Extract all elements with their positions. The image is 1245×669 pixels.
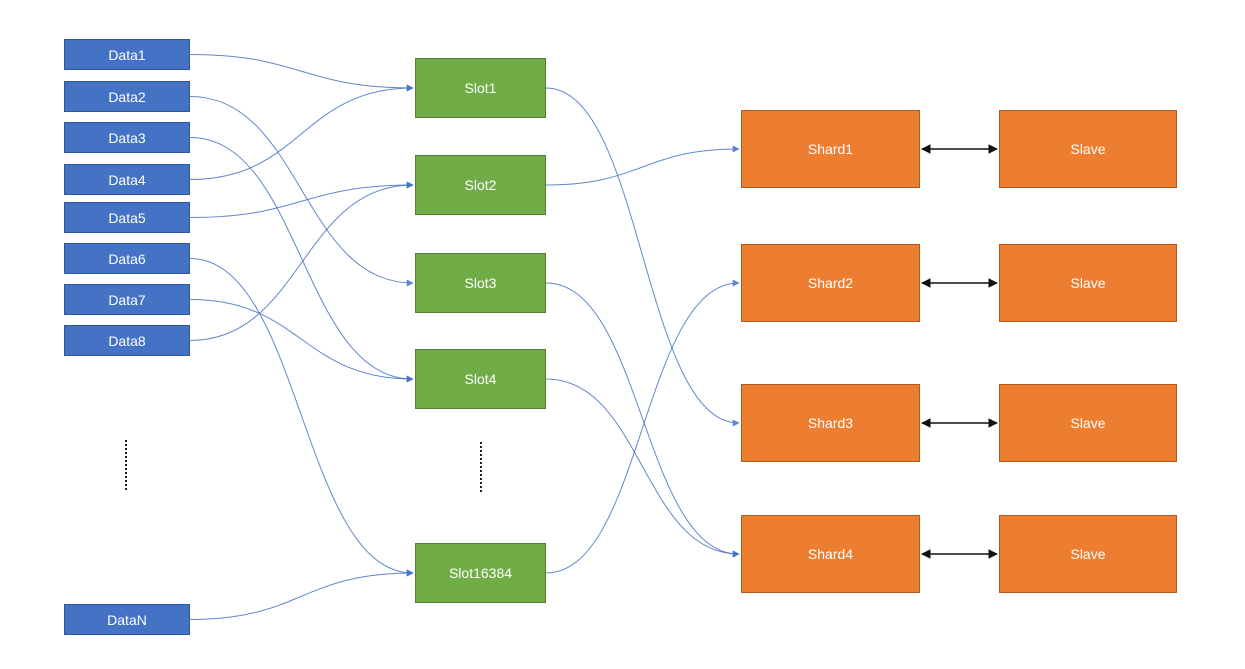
- data-slot-connector: [189, 299, 414, 383]
- slot-box-3: Slot3: [415, 253, 546, 313]
- slot-shard-connector: [545, 282, 740, 558]
- data-box-5: Data5: [64, 202, 190, 233]
- data-box-7: Data7: [64, 284, 190, 315]
- data-box-3: Data3: [64, 122, 190, 153]
- data-box-8: Data8: [64, 325, 190, 356]
- shard-box-4: Shard4: [741, 515, 920, 593]
- data-slot-connector: [189, 84, 414, 180]
- data-ellipsis: [125, 440, 131, 490]
- slot-box-2: Slot2: [415, 155, 546, 215]
- slot-ellipsis: [480, 442, 486, 492]
- data-slot-connector: [189, 54, 414, 92]
- data-slot-connector: [189, 96, 414, 287]
- slot-shard-connector: [545, 378, 740, 558]
- data-slot-connector: [189, 137, 414, 383]
- data-box-1: Data1: [64, 39, 190, 70]
- slave-box-1: Slave: [999, 110, 1177, 188]
- shard-box-2: Shard2: [741, 244, 920, 322]
- data-box-4: Data4: [64, 164, 190, 195]
- data-slot-connector: [189, 258, 414, 577]
- slot-shard-connector: [545, 145, 740, 186]
- data-slot-connector: [189, 569, 414, 620]
- slot-shard-connector: [545, 279, 740, 574]
- slave-box-3: Slave: [999, 384, 1177, 462]
- slave-box-4: Slave: [999, 515, 1177, 593]
- data-box-n: DataN: [64, 604, 190, 635]
- data-slot-connector: [189, 181, 414, 341]
- slot-box-1: Slot1: [415, 58, 546, 118]
- slot-box-4: Slot4: [415, 349, 546, 409]
- data-box-6: Data6: [64, 243, 190, 274]
- shard-box-1: Shard1: [741, 110, 920, 188]
- slave-box-2: Slave: [999, 244, 1177, 322]
- slot-shard-connector: [545, 87, 740, 427]
- data-slot-connector: [189, 181, 414, 218]
- slot-box-16384: Slot16384: [415, 543, 546, 603]
- data-box-2: Data2: [64, 81, 190, 112]
- shard-box-3: Shard3: [741, 384, 920, 462]
